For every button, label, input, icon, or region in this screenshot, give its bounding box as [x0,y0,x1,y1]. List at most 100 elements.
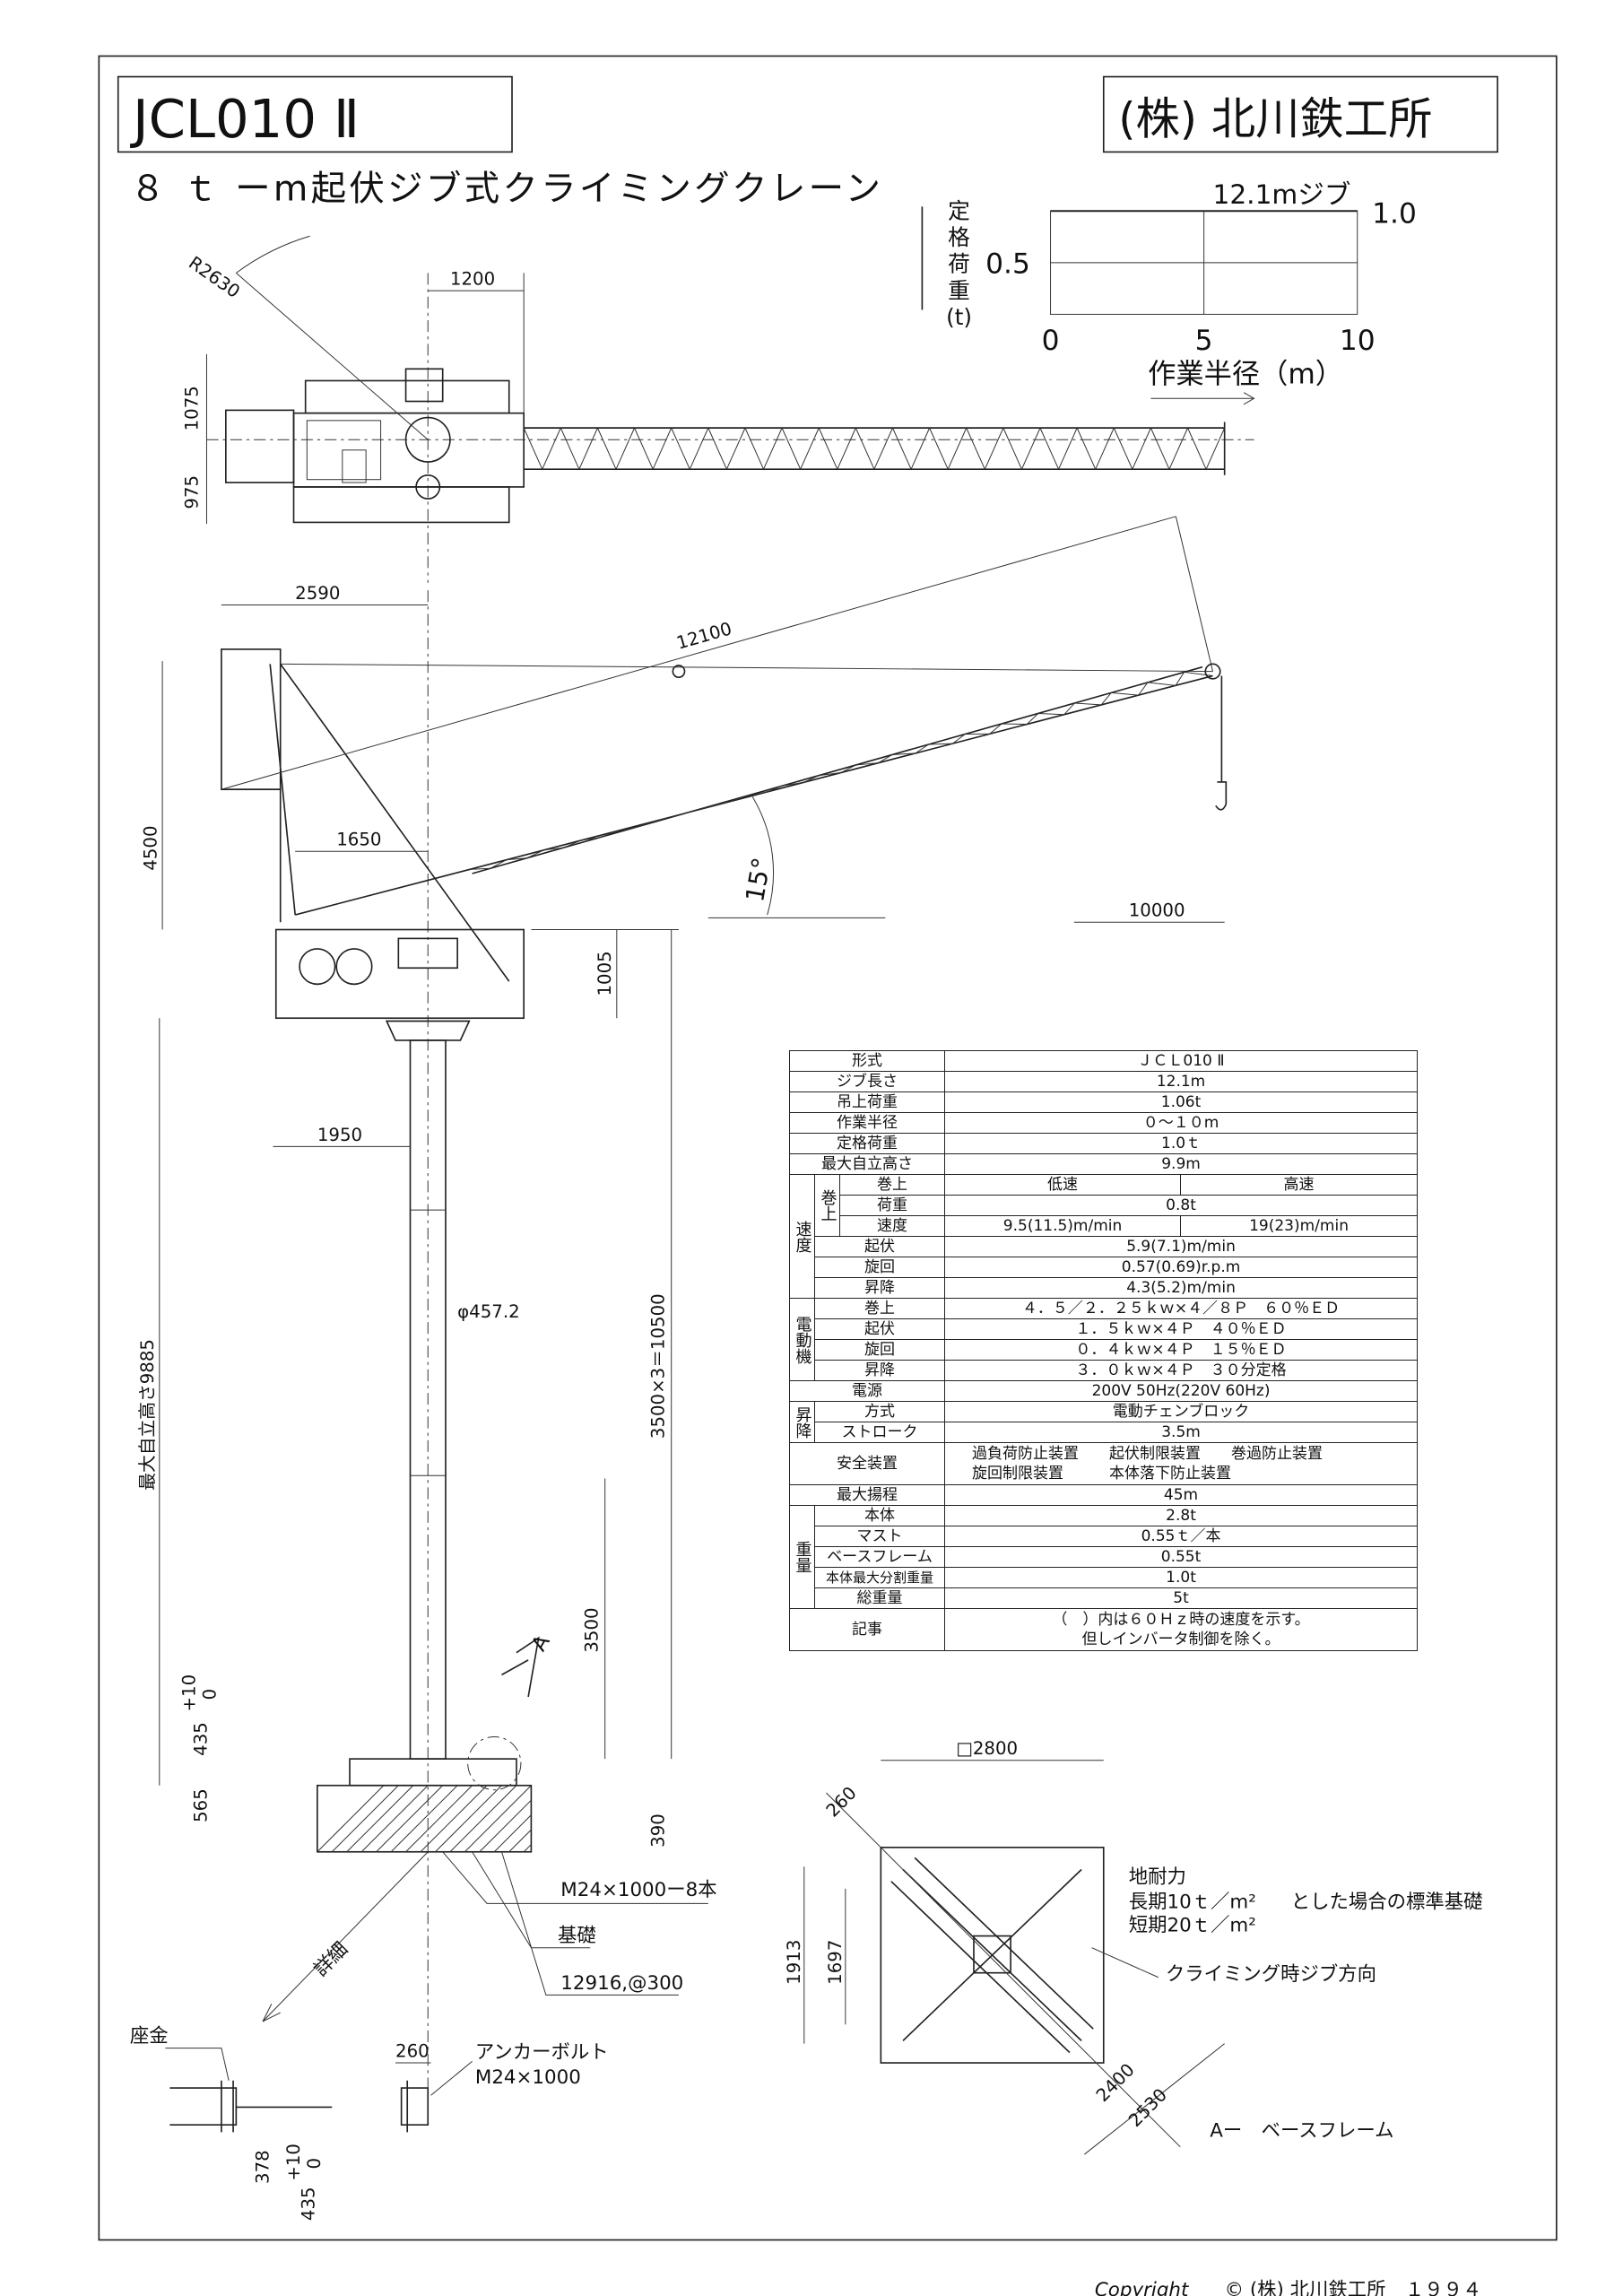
spec-group-speed: 速度 [789,1174,815,1299]
dim-390: 390 [647,1813,668,1848]
spec-value: 電動チェンブロック [944,1401,1419,1422]
chart-ylabel-char: 定 [948,197,970,223]
spec-value: ３．０ｋｗ×４Ｐ ３０分定格 [944,1360,1419,1381]
subtitle: ８ ｔ ーm起伏ジブ式クライミングクレーン [130,169,883,210]
dim-1005: 1005 [595,951,615,996]
jib-direction-label: クライミング時ジブ方向 [1166,1963,1376,1986]
frame-dim-1913: 1913 [784,1940,804,1985]
dim-r2630: R2630 [185,252,244,302]
spec-label: 本体最大分割重量 [813,1567,946,1588]
dim-1650: 1650 [336,830,381,850]
spec-safety-value: 過負荷防止装置 起伏制限装置 巻過防止装置旋回制限装置 本体落下防止装置 [944,1442,1419,1485]
chart-y-tick: 0.5 [985,248,1030,280]
bearing-long-term: 長期10ｔ／m² [1129,1891,1256,1913]
spec-value: １．５ｋｗ×４Ｐ ４０％ＥＤ [944,1318,1419,1340]
spec-value: 19(23)m/min [1180,1215,1419,1237]
base-frame-caption: Aー ベースフレーム [1210,2119,1393,2142]
spec-label: ベースフレーム [813,1546,946,1568]
spec-label: 速度 [838,1215,946,1237]
spec-label: マスト [813,1526,946,1547]
safety-line: 過負荷防止装置 起伏制限装置 巻過防止装置 [972,1445,1324,1463]
spec-label: ストローク [813,1422,946,1443]
spec-value: 9.9m [944,1153,1419,1175]
spec-value: ０．４ｋｗ×４Ｐ １５％ＥＤ [944,1339,1419,1361]
dim-1950: 1950 [317,1125,362,1145]
company-name: (株) 北川鉄工所 [1118,93,1432,145]
spec-value: 0.55t [944,1546,1419,1568]
title-block: JCL010 Ⅱ (株) 北川鉄工所 ８ ｔ ーm起伏ジブ式クライミングクレーン [117,75,1498,210]
spec-label: 起伏 [813,1318,946,1340]
detail-dim-435: 435 [299,2187,319,2221]
spec-label: 昇降 [813,1360,946,1381]
anchor-bolt-note: M24×1000ー8本 [560,1879,716,1901]
spec-group-climbing: 昇降 [789,1401,815,1443]
detail-tol-zero: 0 [304,2158,325,2170]
spec-value: 9.5(11.5)m/min [944,1215,1182,1237]
spec-label: 巻上 [838,1174,946,1196]
spec-label: 総重量 [813,1587,946,1609]
spec-value: 12.1m [944,1071,1419,1092]
dim-1075: 1075 [182,386,203,430]
spec-label: 記事 [788,1608,946,1651]
foundation-label: 基礎 [558,1925,596,1947]
spec-value: 0.57(0.69)r.p.m [944,1257,1419,1278]
spec-label: 昇降 [813,1277,946,1299]
spec-group-hoist: 巻上 [814,1174,840,1237]
spec-label: 旋回 [813,1257,946,1278]
mast-diameter: φ457.2 [457,1301,520,1322]
dim-435: 435 [190,1722,211,1756]
spec-value: 200V 50Hz(220V 60Hz) [944,1380,1419,1402]
dim-3500: 3500 [581,1607,602,1652]
spec-value: 2.8t [944,1505,1419,1526]
spec-note-value: （ ）内は６０Ｈｚ時の速度を示す。但しインバータ制御を除く。 [944,1608,1419,1651]
dim-565: 565 [190,1788,211,1822]
spec-label: 作業半径 [788,1112,946,1134]
spec-value: ０～１０m [944,1112,1419,1134]
chart-x-tick: 5 [1195,325,1213,357]
spec-label: 起伏 [813,1236,946,1257]
dim-4500: 4500 [141,825,161,870]
spec-high-header: 高速 [1180,1174,1419,1196]
chart-xlabel: 作業半径（m） [1148,359,1343,391]
dim-tol-zero: 0 [199,1689,220,1700]
chart-ylabel-char: 荷 [948,251,970,277]
safety-line: 旋回制限装置 本体落下防止装置 [972,1465,1232,1483]
frame-size: □2800 [956,1738,1018,1759]
bearing-note: とした場合の標準基礎 [1291,1891,1483,1913]
spec-label: 定格荷重 [788,1133,946,1154]
chart-ylabel-char: (t) [946,304,972,330]
copyright-label: Copyright [1095,2279,1190,2296]
spec-label: 最大自立高さ [788,1153,946,1175]
spec-label: 吊上荷重 [788,1091,946,1113]
anchor-bolt-spec: M24×1000 [475,2066,581,2089]
spec-label: 巻上 [813,1298,946,1319]
dim-tol-plus: +10 [178,1674,199,1712]
model-title: JCL010 Ⅱ [129,88,360,150]
detail-dim-260: 260 [395,2040,430,2061]
detail-tol-plus: +10 [283,2144,304,2181]
chart-ylabel-char: 重 [948,277,970,303]
anchor-bolt-label: アンカーボルト [475,2041,609,2064]
copyright-owner: © (株) 北川鉄工所 １９９４ [1225,2279,1482,2296]
chart-ylabel-char: 格 [948,224,970,250]
base-frame-view: □2800 260 1913 1697 2400 2530 地耐力 長期10ｔ／… [784,1738,1483,2155]
anchor-detail: 座金 378 +10 0 435 260 アンカーボルト M24×1000 [130,2025,609,2221]
spec-value: 1.06t [944,1091,1419,1113]
chart-y-tick: 1.0 [1372,197,1417,230]
dim-max-height: 最大自立高さ9885 [137,1339,158,1491]
spec-value: ４．５／２．２５ｋｗ×４／８Ｐ ６０％ＥＤ [944,1298,1419,1319]
spec-label: 形式 [788,1050,946,1072]
bearing-title: 地耐力 [1129,1866,1186,1888]
frame-dim-1697: 1697 [825,1940,846,1985]
frame-dim-2530: 2530 [1124,2084,1171,2131]
dim-2590: 2590 [295,583,340,604]
dim-mast-total: 3500×3＝10500 [647,1293,668,1439]
chart-series-label: 12.1mジブ [1213,179,1351,210]
note-line: （ ）内は６０Ｈｚ時の速度を示す。 [1052,1611,1310,1629]
spec-label: 荷重 [838,1195,946,1216]
side-view: 12100 2590 4500 1650 15° 10000 1005 1950… [137,516,1228,2096]
frame-dim-260: 260 [822,1783,861,1822]
spec-low-header: 低速 [944,1174,1182,1196]
detail-dim-378: 378 [253,2150,273,2184]
